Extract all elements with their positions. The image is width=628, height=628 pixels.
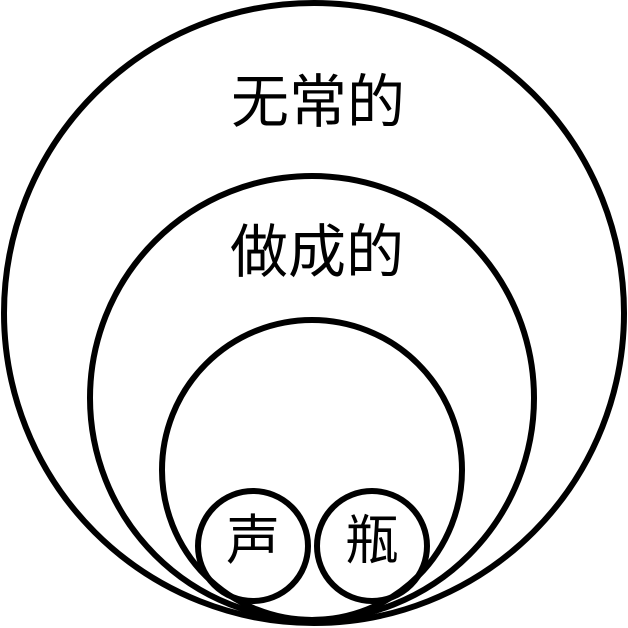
small-circle-sound: [195, 488, 311, 604]
small-circle-vase: [314, 488, 430, 604]
middle-circle-label: 做成的: [230, 218, 404, 286]
sound-label: 声: [226, 509, 280, 572]
inner-circle-container: [159, 317, 465, 623]
vase-label: 瓶: [345, 509, 399, 572]
outer-circle-label: 无常的: [231, 68, 405, 136]
